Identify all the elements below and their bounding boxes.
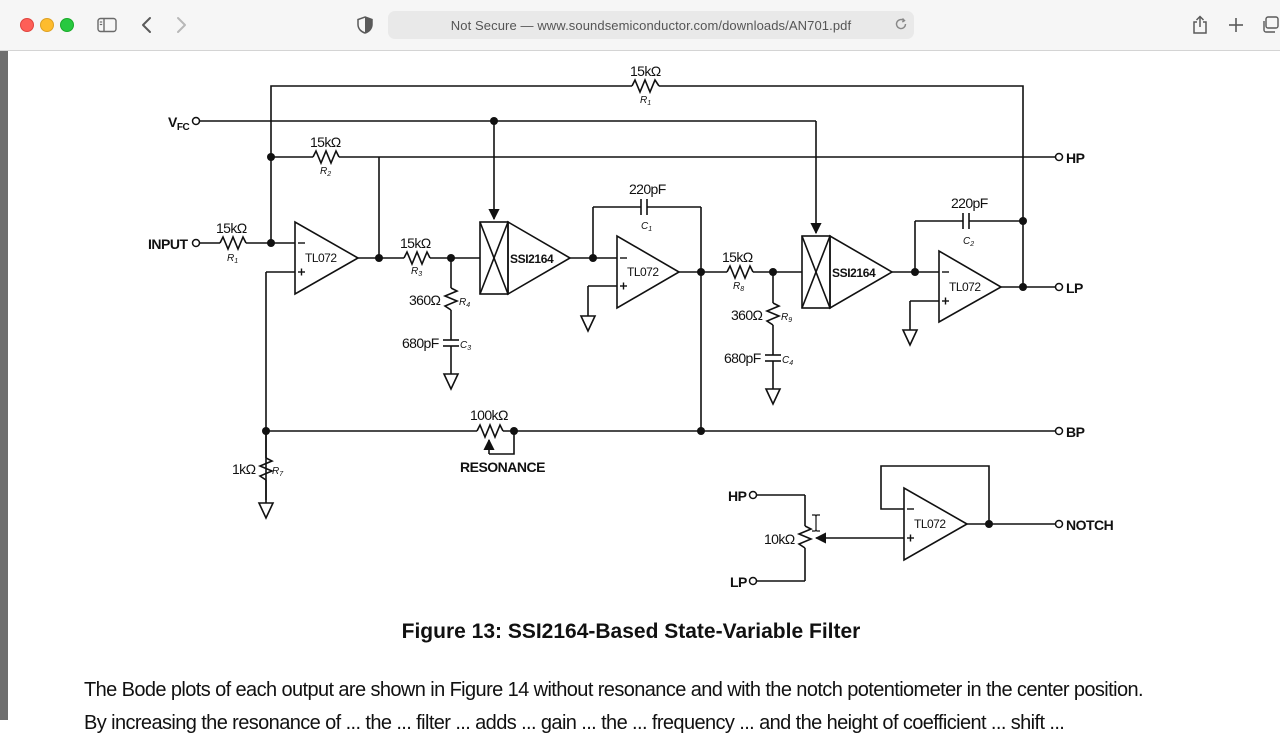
- text-cursor-icon: [812, 514, 820, 532]
- c3-value: 680pF: [402, 335, 439, 351]
- r1-top-ref: R1: [640, 95, 651, 107]
- reload-icon[interactable]: [894, 17, 908, 34]
- resonance-pot-value: 100kΩ: [470, 407, 508, 423]
- input-label: INPUT: [148, 236, 188, 252]
- opamp3-label: TL072: [949, 280, 981, 294]
- sidebar-toggle-icon[interactable]: [96, 12, 118, 38]
- r2-ref: R2: [320, 166, 331, 178]
- notch-hp-input-label: HP: [728, 488, 747, 504]
- r4-ref: R4: [459, 297, 470, 309]
- address-bar[interactable]: Not Secure — www.soundsemiconductor.com/…: [388, 11, 914, 39]
- vca1-label: SSI2164: [510, 252, 554, 266]
- vca2-label: SSI2164: [832, 266, 876, 280]
- r1-top-value: 15kΩ: [630, 63, 661, 79]
- pdf-page: [0, 51, 1280, 720]
- body-paragraph: The Bode plots of each output are shown …: [84, 679, 1144, 701]
- r8-value: 15kΩ: [722, 249, 753, 265]
- tab-overview-icon[interactable]: [1262, 12, 1280, 38]
- r3-value: 15kΩ: [400, 235, 431, 251]
- new-tab-icon[interactable]: [1226, 12, 1246, 38]
- r9-value: 360Ω: [731, 307, 763, 323]
- zoom-window-button[interactable]: [60, 18, 74, 32]
- c1-ref: C1: [641, 221, 652, 233]
- r1-in-value: 15kΩ: [216, 220, 247, 236]
- junction-dots: [262, 117, 1027, 528]
- browser-toolbar: Not Secure — www.soundsemiconductor.com/…: [0, 0, 1280, 51]
- forward-arrow-icon[interactable]: [174, 12, 190, 38]
- r4-value: 360Ω: [409, 292, 441, 308]
- opamp1-label: TL072: [305, 251, 337, 265]
- vfc-label: VFC: [168, 114, 189, 133]
- c2-ref: C2: [963, 236, 974, 248]
- hp-output-label: HP: [1066, 150, 1085, 166]
- opamp2-label: TL072: [627, 265, 659, 279]
- notch-pot-value: 10kΩ: [764, 531, 795, 547]
- resonance-label: RESONANCE: [460, 459, 545, 475]
- r3-ref: R3: [411, 266, 422, 278]
- notch-lp-input-label: LP: [730, 574, 747, 590]
- privacy-shield-icon[interactable]: [356, 12, 374, 38]
- r2-value: 15kΩ: [310, 134, 341, 150]
- r7-value: 1kΩ: [232, 461, 256, 477]
- r8-ref: R8: [733, 281, 744, 293]
- bp-output-label: BP: [1066, 424, 1085, 440]
- share-icon[interactable]: [1190, 12, 1210, 38]
- c1-value: 220pF: [629, 181, 666, 197]
- body-paragraph-cut: By increasing the resonance of ... the .…: [84, 712, 1065, 734]
- notch-output-label: NOTCH: [1066, 517, 1114, 533]
- c2-value: 220pF: [951, 195, 988, 211]
- r1-in-ref: R1: [227, 253, 238, 265]
- figure-caption: Figure 13: SSI2164-Based State-Variable …: [401, 620, 861, 643]
- filter-schematic: VFC INPUT HP LP BP NOTCH HP LP SSI2164 S…: [148, 63, 1114, 590]
- minimize-window-button[interactable]: [40, 18, 54, 32]
- back-arrow-icon[interactable]: [138, 12, 154, 38]
- lp-output-label: LP: [1066, 280, 1083, 296]
- r9-ref: R9: [781, 312, 792, 324]
- c4-value: 680pF: [724, 350, 761, 366]
- r7-ref: R7: [272, 466, 284, 478]
- address-text: Not Secure — www.soundsemiconductor.com/…: [450, 17, 852, 33]
- opamp4-label: TL072: [914, 517, 946, 531]
- page-edge: [0, 51, 8, 720]
- c4-ref: C4: [782, 355, 793, 367]
- c3-ref: C3: [460, 340, 471, 352]
- terminals: [191, 116, 1064, 586]
- close-window-button[interactable]: [20, 18, 34, 32]
